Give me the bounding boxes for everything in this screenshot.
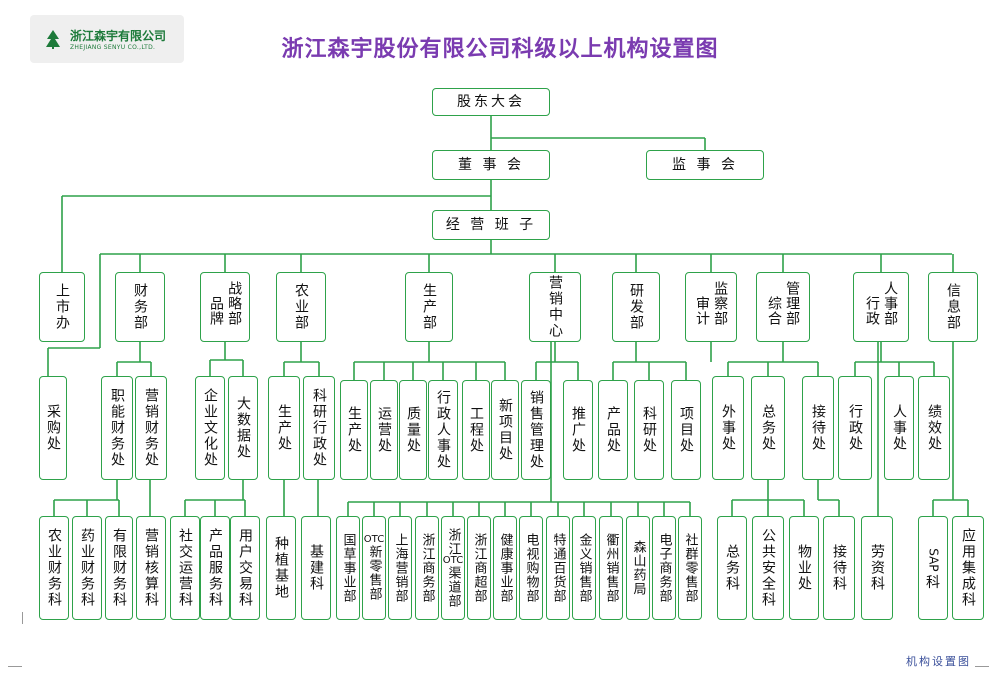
office-o_xsgl: 销售管理处: [521, 380, 551, 480]
section-s_jk: 健康事业部: [493, 516, 517, 620]
office-o_sc2: 生产处: [340, 380, 368, 480]
dept-d_xx: 信息部: [928, 272, 978, 342]
office-o_xz: 行政处: [838, 376, 872, 480]
office-o_sc1: 生产处: [268, 376, 300, 480]
section-s_tt: 特通百货部: [546, 516, 570, 620]
section-s_sq: 社群零售部: [678, 516, 702, 620]
section-s_jj: 基建科: [301, 516, 331, 620]
dept-d_rx-line-1: 行政: [864, 296, 880, 326]
section-s_zw: 总务科: [717, 516, 747, 620]
logo-name-en: ZHEJIANG SENYU CO.,LTD.: [70, 44, 156, 51]
page-title: 浙江森宇股份有限公司科级以上机构设置图: [281, 37, 719, 62]
office-o_xxm: 新项目处: [491, 380, 519, 480]
dept-d_rx: 行政人事部: [853, 272, 909, 342]
office-o_qy: 企业文化处: [195, 376, 225, 480]
section-s_yxgs: 有限财务科: [105, 516, 133, 620]
section-s_gc: 国草事业部: [336, 516, 360, 620]
section-s_qz: 衢州销售部: [599, 516, 623, 620]
section-s_jdk: 接待科: [823, 516, 855, 620]
section-s_lz: 劳资科: [861, 516, 893, 620]
office-o_jx: 绩效处: [918, 376, 950, 480]
section-s_yxhs: 营销核算科: [136, 516, 166, 620]
office-o_yy: 运营处: [370, 380, 398, 480]
corner-mark: [975, 652, 989, 667]
dept-d_js-line-1: 审计: [694, 296, 710, 326]
dept-d_zh: 综合管理部: [756, 272, 810, 342]
section-s_dzsw: 电子商务部: [652, 516, 676, 620]
office-o_zw: 总务处: [751, 376, 785, 480]
office-o_xm: 项目处: [671, 380, 701, 480]
dept-d_ny: 农业部: [276, 272, 326, 342]
section-s_yyc: 药业财务科: [72, 516, 102, 620]
corner-mark: [8, 652, 22, 667]
section-s_zjsc: 浙江商超部: [467, 516, 491, 620]
section-s_wy: 物业处: [789, 516, 819, 620]
section-s_zzjd: 种植基地: [266, 516, 296, 620]
office-o_cp: 产品处: [598, 380, 628, 480]
dept-d_js-line-2: 监察部: [712, 280, 729, 326]
office-o_rs: 人事处: [884, 376, 914, 480]
office-o_tg: 推广处: [563, 380, 593, 480]
dept-d_zl: 品牌战略部: [200, 272, 250, 342]
section-s_cpfw: 产品服务科: [200, 516, 230, 620]
section-s_ds: 电视购物部: [519, 516, 543, 620]
dept-d_zh-line-2: 管理部: [784, 280, 801, 326]
section-s_nyc: 农业财务科: [39, 516, 69, 620]
office-o_jd: 接待处: [802, 376, 834, 480]
dept-d_js: 审计监察部: [685, 272, 737, 342]
section-s_sh: 上海营销部: [388, 516, 412, 620]
leaf-logo-icon: [46, 30, 60, 49]
section-s_jy: 金义销售部: [572, 516, 596, 620]
office-o_dsj: 大数据处: [228, 376, 258, 480]
section-s_yyjc: 应用集成科: [952, 516, 984, 620]
dept-d_rx-line-2: 人事部: [882, 280, 899, 326]
office-caigou: 采购处: [39, 376, 67, 480]
supervisors-box: 监 事 会: [646, 150, 764, 180]
dept-d_zh-line-1: 综合: [766, 296, 782, 326]
section-s_ggaq: 公共安全科: [752, 516, 784, 620]
dept-d_ss: 上市办: [39, 272, 85, 342]
office-o_yx: 营销财务处: [135, 376, 167, 480]
section-s_yhjy: 用户交易科: [230, 516, 260, 620]
management-box: 经 营 班 子: [432, 210, 550, 240]
dept-d_cw: 财务部: [115, 272, 165, 342]
dept-d_zl-line-2: 战略部: [226, 280, 243, 326]
shareholders-box: 股东大会: [432, 88, 550, 116]
dept-d_zl-line-1: 品牌: [208, 296, 224, 326]
company-logo: 浙江森宇有限公司 ZHEJIANG SENYU CO.,LTD.: [30, 15, 184, 63]
dept-d_yxzx: 营销中心: [529, 272, 581, 342]
office-o_xzrs: 行政人事处: [428, 380, 458, 480]
office-o_zlc: 质量处: [399, 380, 427, 480]
office-o_kyc: 科研处: [634, 380, 664, 480]
section-s_sj: 社交运营科: [170, 516, 200, 620]
office-o_gc: 工程处: [462, 380, 490, 480]
section-s_ssyj: 森山药局: [626, 516, 650, 620]
corner-mark: [22, 612, 23, 624]
board-box: 董 事 会: [432, 150, 550, 180]
office-o_ky: 科研行政处: [303, 376, 335, 480]
dept-d_yf: 研发部: [612, 272, 660, 342]
section-s_zjsw: 浙江商务部: [415, 516, 439, 620]
footer-label: 机构设置图: [906, 655, 971, 668]
logo-name-cn: 浙江森宇有限公司: [70, 29, 167, 43]
office-o_zn: 职能财务处: [101, 376, 133, 480]
office-o_ws: 外事处: [712, 376, 744, 480]
dept-d_sc: 生产部: [405, 272, 453, 342]
